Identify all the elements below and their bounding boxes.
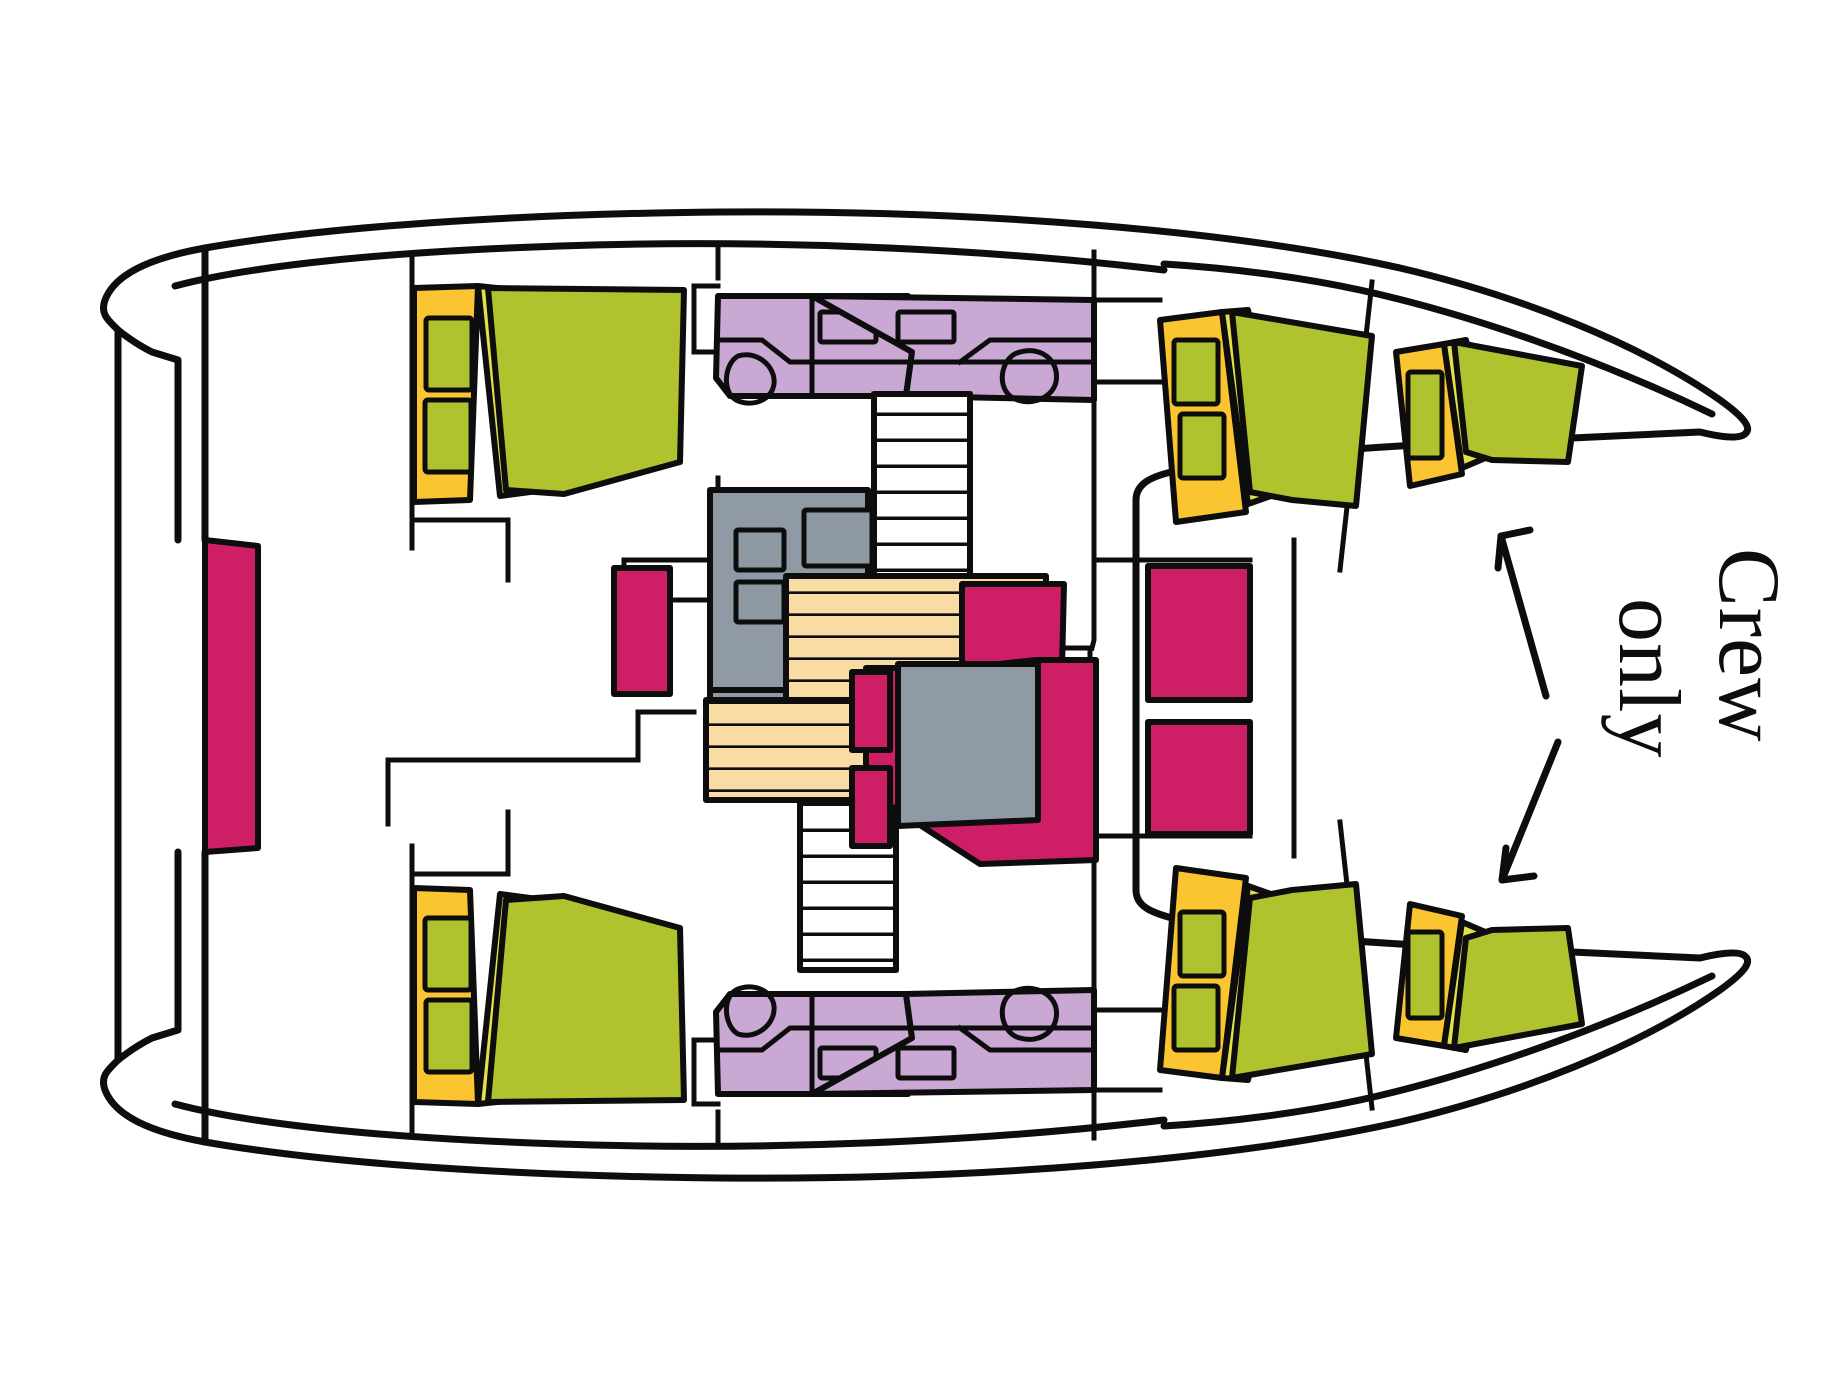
interior-magenta-strips <box>611 565 673 697</box>
galley-hob <box>801 507 875 569</box>
basin-port-aft-3 <box>895 309 957 345</box>
saloon-magenta-panel-port <box>611 565 673 697</box>
berth-pillow-sb-fwd-1 <box>1171 983 1221 1053</box>
transom-port-line <box>114 326 182 544</box>
aft-platform-group <box>202 537 261 855</box>
berth-pillow-port-fwd-1 <box>1171 337 1221 407</box>
starboard-aft-head-group <box>713 984 1097 1097</box>
port-aft-head-group <box>713 293 1097 406</box>
berth-mattress-sb-bow <box>1451 925 1585 1051</box>
dinette-table <box>895 661 1041 829</box>
head-counter-edge-port-aft <box>715 337 911 365</box>
berth-pillow-sb-bow-1 <box>1405 929 1445 1021</box>
cockpit-seating-group <box>1145 537 1297 859</box>
head-counter-notch-sb <box>956 1024 1097 1053</box>
cockpit-seat-upper <box>1145 563 1253 703</box>
starboard-bow-inner-line <box>1160 972 1716 1130</box>
starboard-fwd-cabin-berth <box>1157 865 1375 1083</box>
toilet-port-aft-2 <box>999 348 1059 405</box>
crew-only-arrow-head-down <box>1498 844 1538 884</box>
berth-mattress-sb-fwd <box>1229 881 1375 1081</box>
aft-platform-panel <box>202 537 261 855</box>
toilet-sb-aft-2 <box>999 985 1059 1042</box>
head-floor-sb-aft-ext <box>809 987 1097 1097</box>
berth-pillow-port-aft-2 <box>422 397 474 475</box>
steps-lower-wall <box>797 797 899 973</box>
crew-only-arrow-head-up <box>1494 526 1534 572</box>
saloon-wall-step-left <box>385 709 641 827</box>
dinette-cushion-strip-1 <box>849 669 893 753</box>
berth-pillow-port-aft-1 <box>423 315 475 393</box>
head-counter-edge-sb-aft <box>715 1025 911 1053</box>
head-floor-port-aft-ext <box>809 293 1097 403</box>
berth-pillow-sb-aft-2 <box>422 915 474 993</box>
starboard-bow-cabin-berth <box>1393 901 1585 1053</box>
galley-sink-small-1 <box>733 527 787 573</box>
steps-upper-wall <box>871 391 973 579</box>
galley-sink-small-2 <box>733 579 787 625</box>
port-aft-cabin-berth <box>411 283 687 505</box>
berth-mattress-port-fwd <box>1229 309 1375 509</box>
dinette-group <box>849 581 1099 867</box>
berth-pillow-port-fwd-2 <box>1177 411 1227 481</box>
crew-only-annotation: Crew only <box>1494 526 1797 884</box>
berth-mattress-sb-aft <box>485 893 687 1105</box>
head-counter-notch <box>956 337 1097 366</box>
toilet-port-aft <box>724 352 777 406</box>
cockpit-seat-lower <box>1145 719 1253 837</box>
port-bow-inner-line <box>1160 260 1716 418</box>
port-bow-cabin-berth <box>1393 337 1585 489</box>
berth-pillow-sb-fwd-2 <box>1177 909 1227 979</box>
berth-pillow-sb-aft-1 <box>423 997 475 1075</box>
basin-sb-aft-2 <box>895 1045 957 1081</box>
starboard-deck-edge <box>171 1100 1168 1150</box>
berth-mattress-port-bow <box>1451 339 1585 465</box>
port-fwd-cabin-berth <box>1157 307 1375 525</box>
crew-only-arrow-shaft-2 <box>1498 738 1562 884</box>
steps-upper <box>871 391 973 579</box>
transom-starboard-line <box>114 848 182 1064</box>
crew-only-label-only: only <box>1600 598 1697 758</box>
companionway-steps-upper <box>871 391 973 579</box>
crew-only-arrow-shaft <box>1497 532 1550 700</box>
toilet-sb-aft <box>724 984 777 1038</box>
berth-pillow-port-bow-1 <box>1405 369 1445 461</box>
crew-only-label-crew: Crew <box>1700 548 1797 743</box>
port-deck-edge <box>171 240 1168 290</box>
dinette-cushion-strip-2 <box>849 765 893 849</box>
berth-mattress-port-aft <box>485 285 687 497</box>
starboard-aft-cabin-berth <box>411 885 687 1107</box>
saloon-outer-right <box>1088 557 1097 652</box>
